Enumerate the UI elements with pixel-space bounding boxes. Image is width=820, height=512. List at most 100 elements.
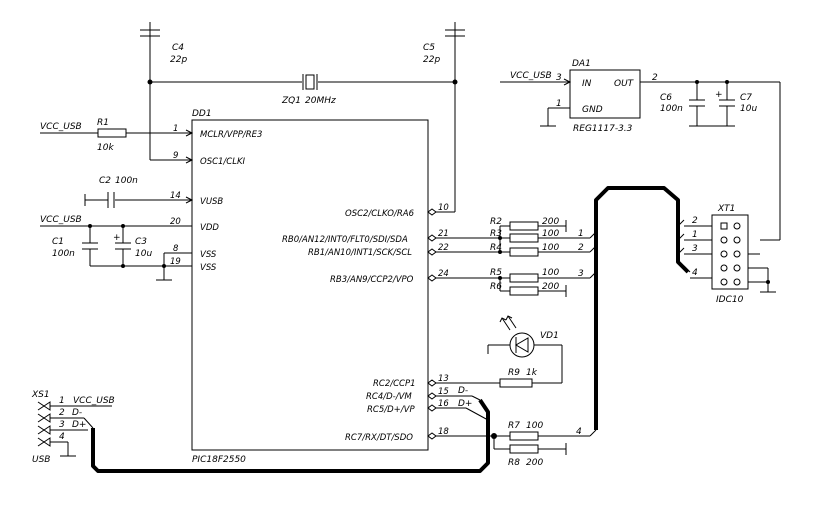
c6-value: 100n (660, 104, 683, 114)
r9-ref: R9 (508, 368, 520, 378)
pin-num-13: 13 (438, 374, 449, 384)
usb-part: USB (32, 455, 50, 465)
c7-ref: C7 (740, 93, 752, 103)
vcc-usb-label-reg: VCC_USB (510, 71, 552, 81)
pin-num-9: 9 (173, 151, 178, 161)
pin-name-vdd: VDD (200, 223, 219, 233)
regulator-gnd: GND (582, 105, 603, 115)
pin-num-16: 16 (438, 399, 449, 409)
usb-pin-1: 1 (59, 396, 65, 406)
idc-pin-1: 1 (692, 230, 698, 240)
pin-num-1: 1 (173, 124, 178, 134)
usb-pin-4: 4 (59, 432, 65, 442)
d-minus-label-ic: D- (458, 386, 468, 396)
r5-value: 100 (542, 268, 559, 278)
r2-value: 200 (542, 217, 559, 227)
pin-num-20: 20 (170, 217, 181, 227)
r9-value: 1k (526, 368, 538, 378)
ic-left-pins: 1 MCLR/VPP/RE3 9 OSC1/CLKI 14 VUSB 20 VD… (40, 124, 262, 273)
ic-ref: DD1 (192, 109, 212, 119)
regulator-pin-gnd: 1 (556, 99, 562, 109)
regulator-pin-in: 3 (556, 73, 562, 83)
c4-capacitor: C4 22p (140, 29, 187, 82)
idc-pin-4: 4 (692, 268, 698, 278)
pin-name-rc5: RC5/D+/VP (367, 405, 415, 415)
usb-connector: XS1 USB 1 2 3 4 (31, 390, 65, 465)
idc-ref: XT1 (717, 204, 735, 214)
pin-name-mclr: MCLR/VPP/RE3 (200, 130, 262, 140)
pin-name-rb1: RB1/AN10/INT1/SCK/SCL (308, 248, 412, 258)
r6-ref: R6 (490, 282, 502, 292)
ic-right-pins: OSC2/CLKO/RA6 10 RB0/AN12/INT0/FLT0/SDI/… (282, 203, 449, 443)
c3-value: 10u (135, 249, 152, 259)
vd1-led: VD1 (487, 315, 562, 358)
c5-capacitor: C5 22p (423, 29, 465, 82)
c7-value: 10u (740, 104, 757, 114)
idc10-connector: XT1 IDC10 2 1 3 4 (692, 204, 749, 305)
bus-number-1: 1 (578, 229, 584, 239)
r1-ref: R1 (97, 118, 109, 128)
vd1-ref: VD1 (540, 331, 559, 341)
r2-ref: R2 (490, 217, 502, 227)
pin-num-21: 21 (438, 229, 449, 239)
idc-pin-3: 3 (692, 244, 698, 254)
usb-pin-3: 3 (59, 420, 65, 430)
zq1-value: 20MHz (305, 96, 336, 106)
vcc-usb-label-r1: VCC_USB (40, 122, 82, 132)
c4-ref: C4 (172, 43, 184, 53)
c7-plus: + (715, 90, 723, 100)
d-plus-label-usb: D+ (72, 420, 86, 430)
pin-num-18: 18 (438, 427, 449, 437)
regulator-ref: DA1 (572, 59, 591, 69)
r8-ref: R8 (508, 458, 520, 468)
pin-name-rc4: RC4/D-/VM (366, 392, 412, 402)
c4-value: 22p (170, 55, 187, 65)
c1-ref: C1 (52, 237, 64, 247)
ic-part: PIC18F2550 (192, 455, 246, 465)
idc-pin-2: 2 (692, 216, 698, 226)
pin-name-rb3: RB3/AN9/CCP2/VPO (330, 275, 414, 285)
r6-value: 200 (542, 282, 559, 292)
pin-name-vusb: VUSB (200, 197, 223, 207)
regulator-pin-out: 2 (652, 73, 658, 83)
c1-value: 100n (52, 249, 75, 259)
pic18f2550-ic: DD1 PIC18F2550 (191, 109, 429, 465)
r7-ref: R7 (508, 421, 520, 431)
signal-bus (91, 186, 691, 473)
c3-ref: C3 (135, 237, 147, 247)
pin-num-14: 14 (170, 191, 181, 201)
pin-name-vss-19: VSS (200, 263, 217, 273)
r1-value: 10k (97, 143, 114, 153)
c6-ref: C6 (660, 93, 672, 103)
pin-name-vss-8: VSS (200, 250, 217, 260)
d-plus-label-ic: D+ (458, 399, 472, 409)
pin-num-10: 10 (438, 203, 449, 213)
pin-name-rc2: RC2/CCP1 (373, 379, 416, 389)
r3-ref: R3 (490, 229, 502, 239)
regulator-part: REG1117-3.3 (573, 124, 633, 134)
r8-value: 200 (526, 458, 543, 468)
vcc-usb-label-vdd: VCC_USB (40, 215, 82, 225)
pin-name-osc1: OSC1/CLKI (200, 157, 246, 167)
bus-number-3: 3 (578, 269, 584, 279)
pin-name-rc7: RC7/RX/DT/SDO (345, 433, 413, 443)
r7-value: 100 (526, 421, 543, 431)
regulator-in: IN (582, 79, 592, 89)
usb-pin-2: 2 (59, 408, 65, 418)
c2-value: 100n (115, 176, 138, 186)
r5-ref: R5 (490, 268, 502, 278)
r3-value: 100 (542, 229, 559, 239)
zq1-crystal: ZQ1 20MHz (281, 74, 336, 106)
c5-ref: C5 (423, 43, 435, 53)
reg1117-regulator: DA1 IN OUT GND REG1117-3.3 3 2 1 (556, 59, 658, 134)
usb-ref: XS1 (31, 390, 50, 400)
pin-num-8: 8 (173, 244, 179, 254)
idc-part: IDC10 (716, 295, 744, 305)
c5-value: 22p (423, 55, 440, 65)
bus-number-4: 4 (576, 427, 582, 437)
c3-plus: + (113, 233, 121, 243)
zq1-ref: ZQ1 (281, 96, 301, 106)
d-minus-label-usb: D- (72, 408, 82, 418)
regulator-out: OUT (614, 79, 635, 89)
